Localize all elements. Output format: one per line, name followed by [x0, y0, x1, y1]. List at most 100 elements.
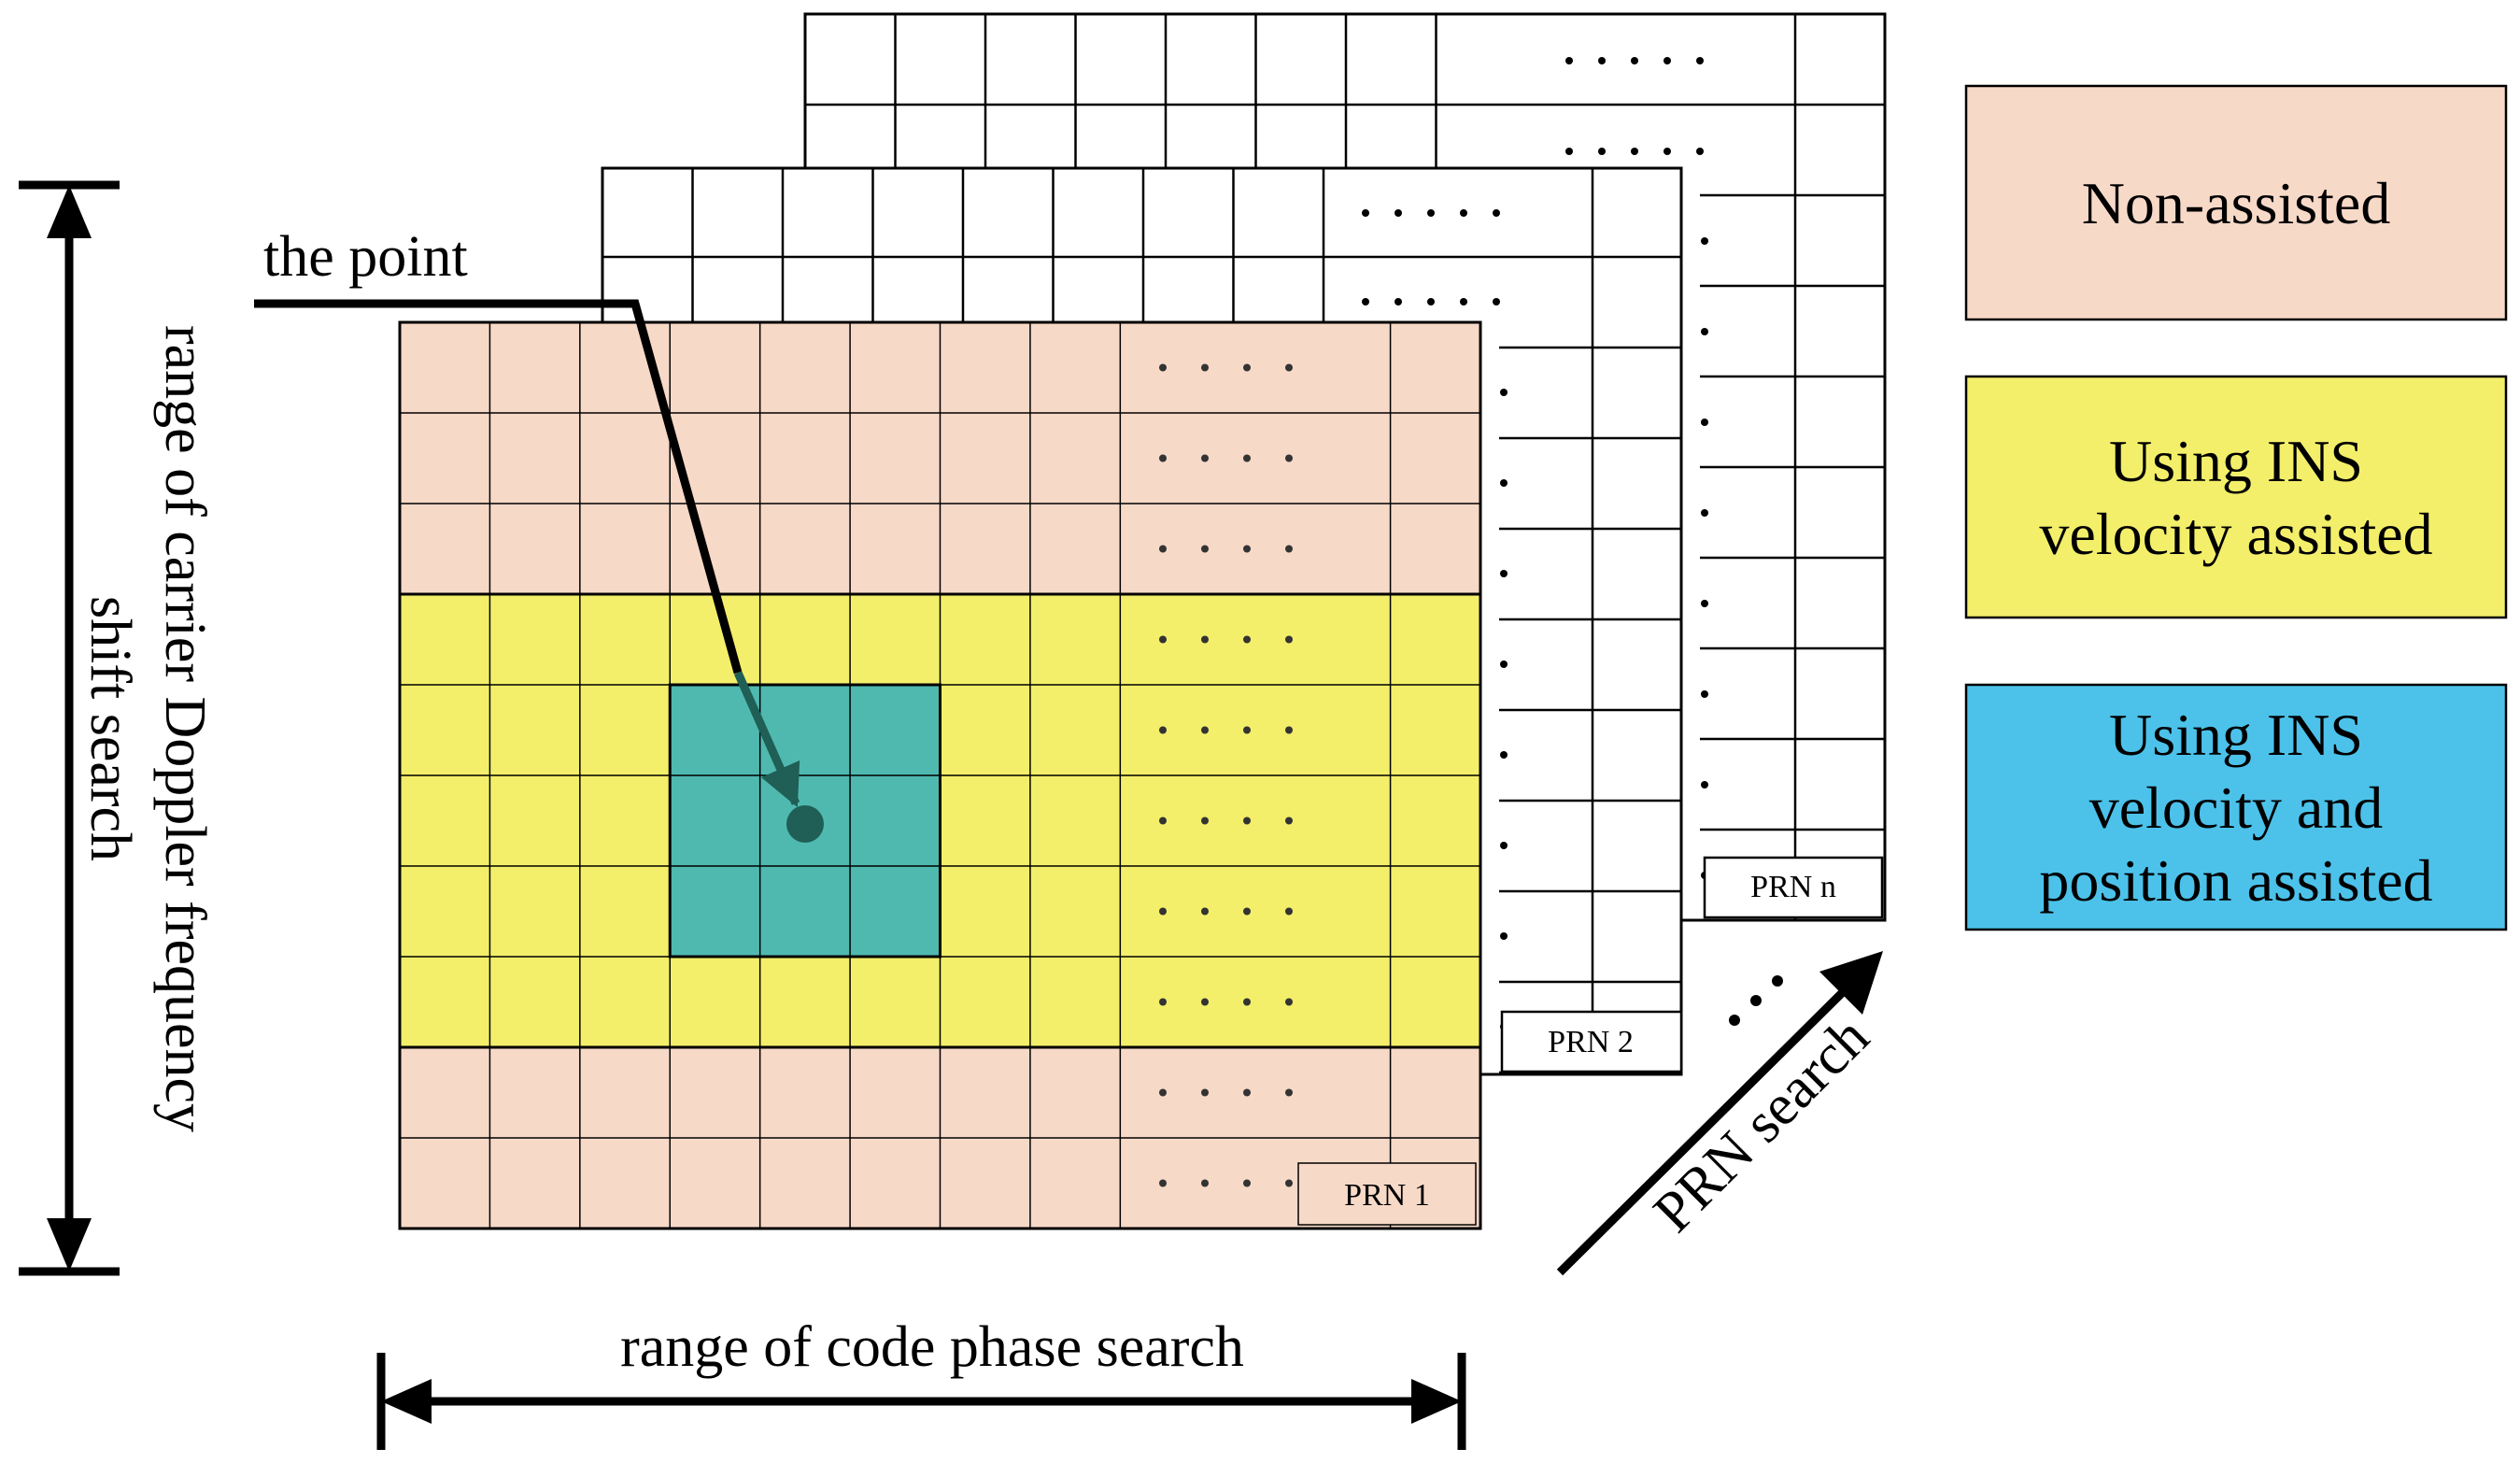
- prn-1-dot: [1201, 907, 1209, 916]
- prn-n-dot: [1663, 148, 1671, 155]
- prn-1-dot: [1285, 998, 1293, 1006]
- prn-continuation-dots: [1729, 975, 1783, 1026]
- prn-n-dot: [1701, 509, 1708, 517]
- prn-n-dot: [1701, 328, 1708, 335]
- prn-1-dot: [1159, 363, 1167, 372]
- prn-1-dot: [1201, 998, 1209, 1006]
- prn-1-dot: [1201, 726, 1209, 734]
- prn-1-dot: [1201, 1179, 1209, 1187]
- velocity-position-assisted-border: [668, 683, 941, 959]
- legend-velocity-position-assisted-label: Using INS: [2109, 702, 2363, 768]
- legend-velocity-position-assisted-label: position assisted: [2039, 847, 2432, 914]
- prn-1-dot: [1243, 454, 1251, 462]
- prn-n-dot: [1701, 419, 1708, 426]
- prn-n-dot: [1701, 781, 1708, 788]
- prn-1-dot: [1285, 454, 1293, 462]
- prn-1-dot: [1159, 907, 1167, 916]
- prn-1-dot: [1159, 635, 1167, 644]
- prn-1-dot: [1243, 545, 1251, 553]
- the-point-pointer-line: [254, 299, 743, 675]
- prn-2-dot: [1394, 298, 1402, 305]
- prn-2-dot: [1362, 209, 1369, 217]
- legend-velocity-assisted-swatch: [1964, 375, 2508, 619]
- the-point-dot: [786, 805, 824, 843]
- prn-1-label-box: PRN 1: [1297, 1162, 1477, 1226]
- prn-n-dot: [1701, 600, 1708, 607]
- prn-1-dot: [1159, 817, 1167, 825]
- prn-1-dot: [1201, 363, 1209, 372]
- prn-1-grid-frame: [398, 320, 1482, 1230]
- legend-velocity-assisted-label: Using INS: [2109, 428, 2363, 494]
- prn-search-arrow: [1556, 951, 1883, 1276]
- the-point-label: the point: [263, 225, 468, 289]
- prn-1-dot: [1159, 1179, 1167, 1187]
- prn-2-label-box: PRN 2: [1500, 1010, 1683, 1073]
- legend-velocity-assisted: Using INS velocity assisted: [1964, 375, 2508, 619]
- prn-2-dot: [1500, 751, 1508, 759]
- prn-1-dot: [1201, 635, 1209, 644]
- prn-1-dot: [1201, 1088, 1209, 1097]
- prn-1-dot: [1243, 998, 1251, 1006]
- prn-n-dot: [1696, 148, 1704, 155]
- prn-n-dot: [1598, 57, 1606, 64]
- prn-1-dot: [1285, 726, 1293, 734]
- prn-n-dot: [1696, 57, 1704, 64]
- prn-2-dot: [1427, 298, 1435, 305]
- prn-2-dot: [1500, 660, 1508, 668]
- legend-non-assisted-label: Non-assisted: [2082, 170, 2391, 236]
- prn-1-dot: [1285, 635, 1293, 644]
- prn-2-dot: [1500, 842, 1508, 849]
- prn-1-dot: [1159, 726, 1167, 734]
- prn-n-dot: [1631, 148, 1638, 155]
- prn-1-dot: [1159, 1088, 1167, 1097]
- prn-n-dot: [1598, 148, 1606, 155]
- doppler-range-label-line2: shift search: [78, 596, 142, 861]
- the-point-pointer-arrow: [733, 671, 800, 808]
- prn-1-dot: [1243, 1179, 1251, 1187]
- prn-1-dot: [1285, 817, 1293, 825]
- prn-1-dot: [1243, 635, 1251, 644]
- prn-2-dot: [1493, 298, 1500, 305]
- prn-n-dot: [1565, 148, 1573, 155]
- doppler-range-label-line1: range of carrier Doppler frequency: [153, 325, 217, 1132]
- doppler-range-arrow: [19, 180, 120, 1276]
- prn-2-dot: [1362, 298, 1369, 305]
- prn-2-label: PRN 2: [1548, 1025, 1634, 1059]
- prn-2-dot: [1427, 209, 1435, 217]
- prn-1-dot: [1243, 726, 1251, 734]
- prn-n-label-box: PRN n: [1703, 856, 1884, 919]
- prn-2-dot: [1460, 298, 1467, 305]
- prn-2-dot: [1500, 570, 1508, 577]
- prn-1-dot: [1243, 907, 1251, 916]
- prn-2-dot: [1500, 389, 1508, 396]
- prn-1-dot: [1201, 454, 1209, 462]
- prn-1-label: PRN 1: [1344, 1178, 1430, 1213]
- code-phase-range-arrow: [376, 1353, 1466, 1450]
- prn-n-dot: [1701, 237, 1708, 245]
- prn-2-dot: [1460, 209, 1467, 217]
- legend-velocity-position-assisted-swatch: [1964, 683, 2508, 931]
- prn-n-label: PRN n: [1750, 870, 1836, 904]
- prn-1-dot: [1201, 817, 1209, 825]
- prn-1-dot: [1159, 545, 1167, 553]
- prn-n-dot: [1631, 57, 1638, 64]
- prn-n-dot: [1565, 57, 1573, 64]
- prn-1-dot: [1159, 998, 1167, 1006]
- prn-1-grid: [398, 320, 1482, 1230]
- legend-velocity-position-assisted-label: velocity and: [2089, 774, 2384, 841]
- prn-1-dot: [1285, 1088, 1293, 1097]
- prn-2-dot: [1500, 479, 1508, 487]
- prn-1-dot: [1243, 363, 1251, 372]
- prn-1-dot: [1285, 1179, 1293, 1187]
- prn-2-dot: [1394, 209, 1402, 217]
- legend-non-assisted-swatch: [1964, 84, 2508, 321]
- prn-n-dot: [1663, 57, 1671, 64]
- code-phase-range-label: range of code phase search: [620, 1315, 1244, 1379]
- legend-velocity-assisted-label: velocity assisted: [2039, 501, 2432, 567]
- prn-1-dot: [1201, 545, 1209, 553]
- prn-1-dot: [1159, 454, 1167, 462]
- legend-non-assisted: Non-assisted: [1964, 84, 2508, 321]
